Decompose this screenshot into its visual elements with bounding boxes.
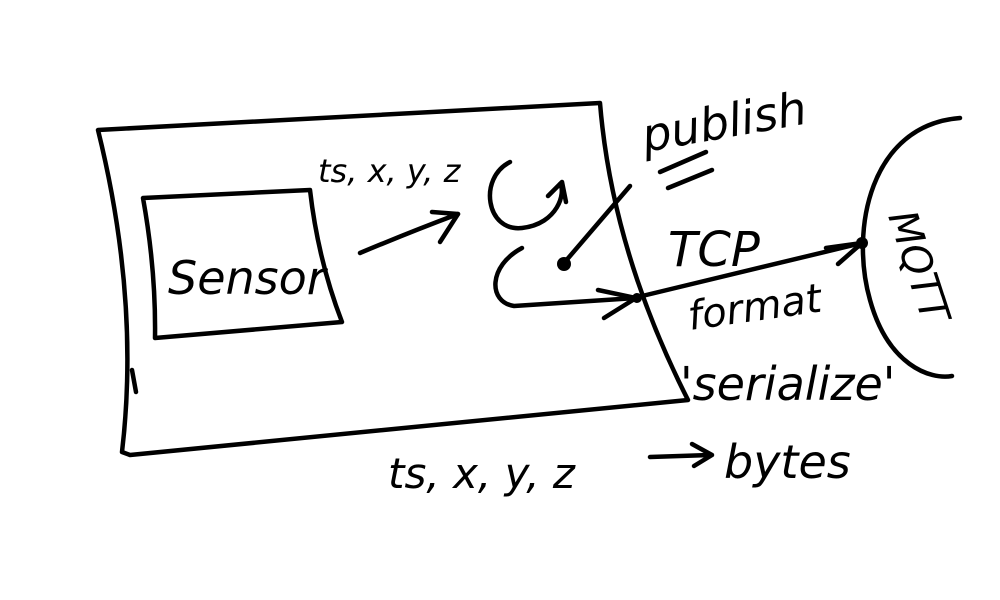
- output-arrowhead: [595, 287, 639, 321]
- mqtt-label: MQTT: [878, 205, 958, 332]
- tcp-link-line: [635, 240, 865, 300]
- process-loop-arrowhead: [545, 179, 569, 205]
- sensor-box: [140, 187, 345, 341]
- tuple-top-label: ts, x, y, z: [318, 152, 462, 190]
- publish-pointer-line: [561, 183, 633, 266]
- device-box-notch: [129, 367, 139, 395]
- sensor-data-arrowhead: [429, 209, 461, 245]
- mqtt-broker-arc: [860, 115, 963, 379]
- tcp-label: TCP: [668, 222, 760, 278]
- publish-underline: [657, 149, 715, 191]
- publish-label: publish: [637, 81, 811, 163]
- publish-pointer-dot: [557, 257, 571, 271]
- bytes-label: bytes: [724, 435, 851, 489]
- process-loop-icon: [487, 159, 565, 231]
- bytes-arrow: [647, 452, 713, 460]
- serialize-label: 'serialize': [680, 357, 895, 411]
- format-label: format: [685, 275, 826, 339]
- output-path: [493, 245, 639, 309]
- sensor-data-arrow: [357, 211, 461, 256]
- tuple-bottom-label: ts, x, y, z: [388, 449, 576, 498]
- tcp-link-arrowhead: [823, 240, 865, 267]
- device-box: [95, 100, 691, 458]
- bytes-arrowhead: [689, 441, 715, 469]
- sensor-label: Sensor: [168, 251, 329, 305]
